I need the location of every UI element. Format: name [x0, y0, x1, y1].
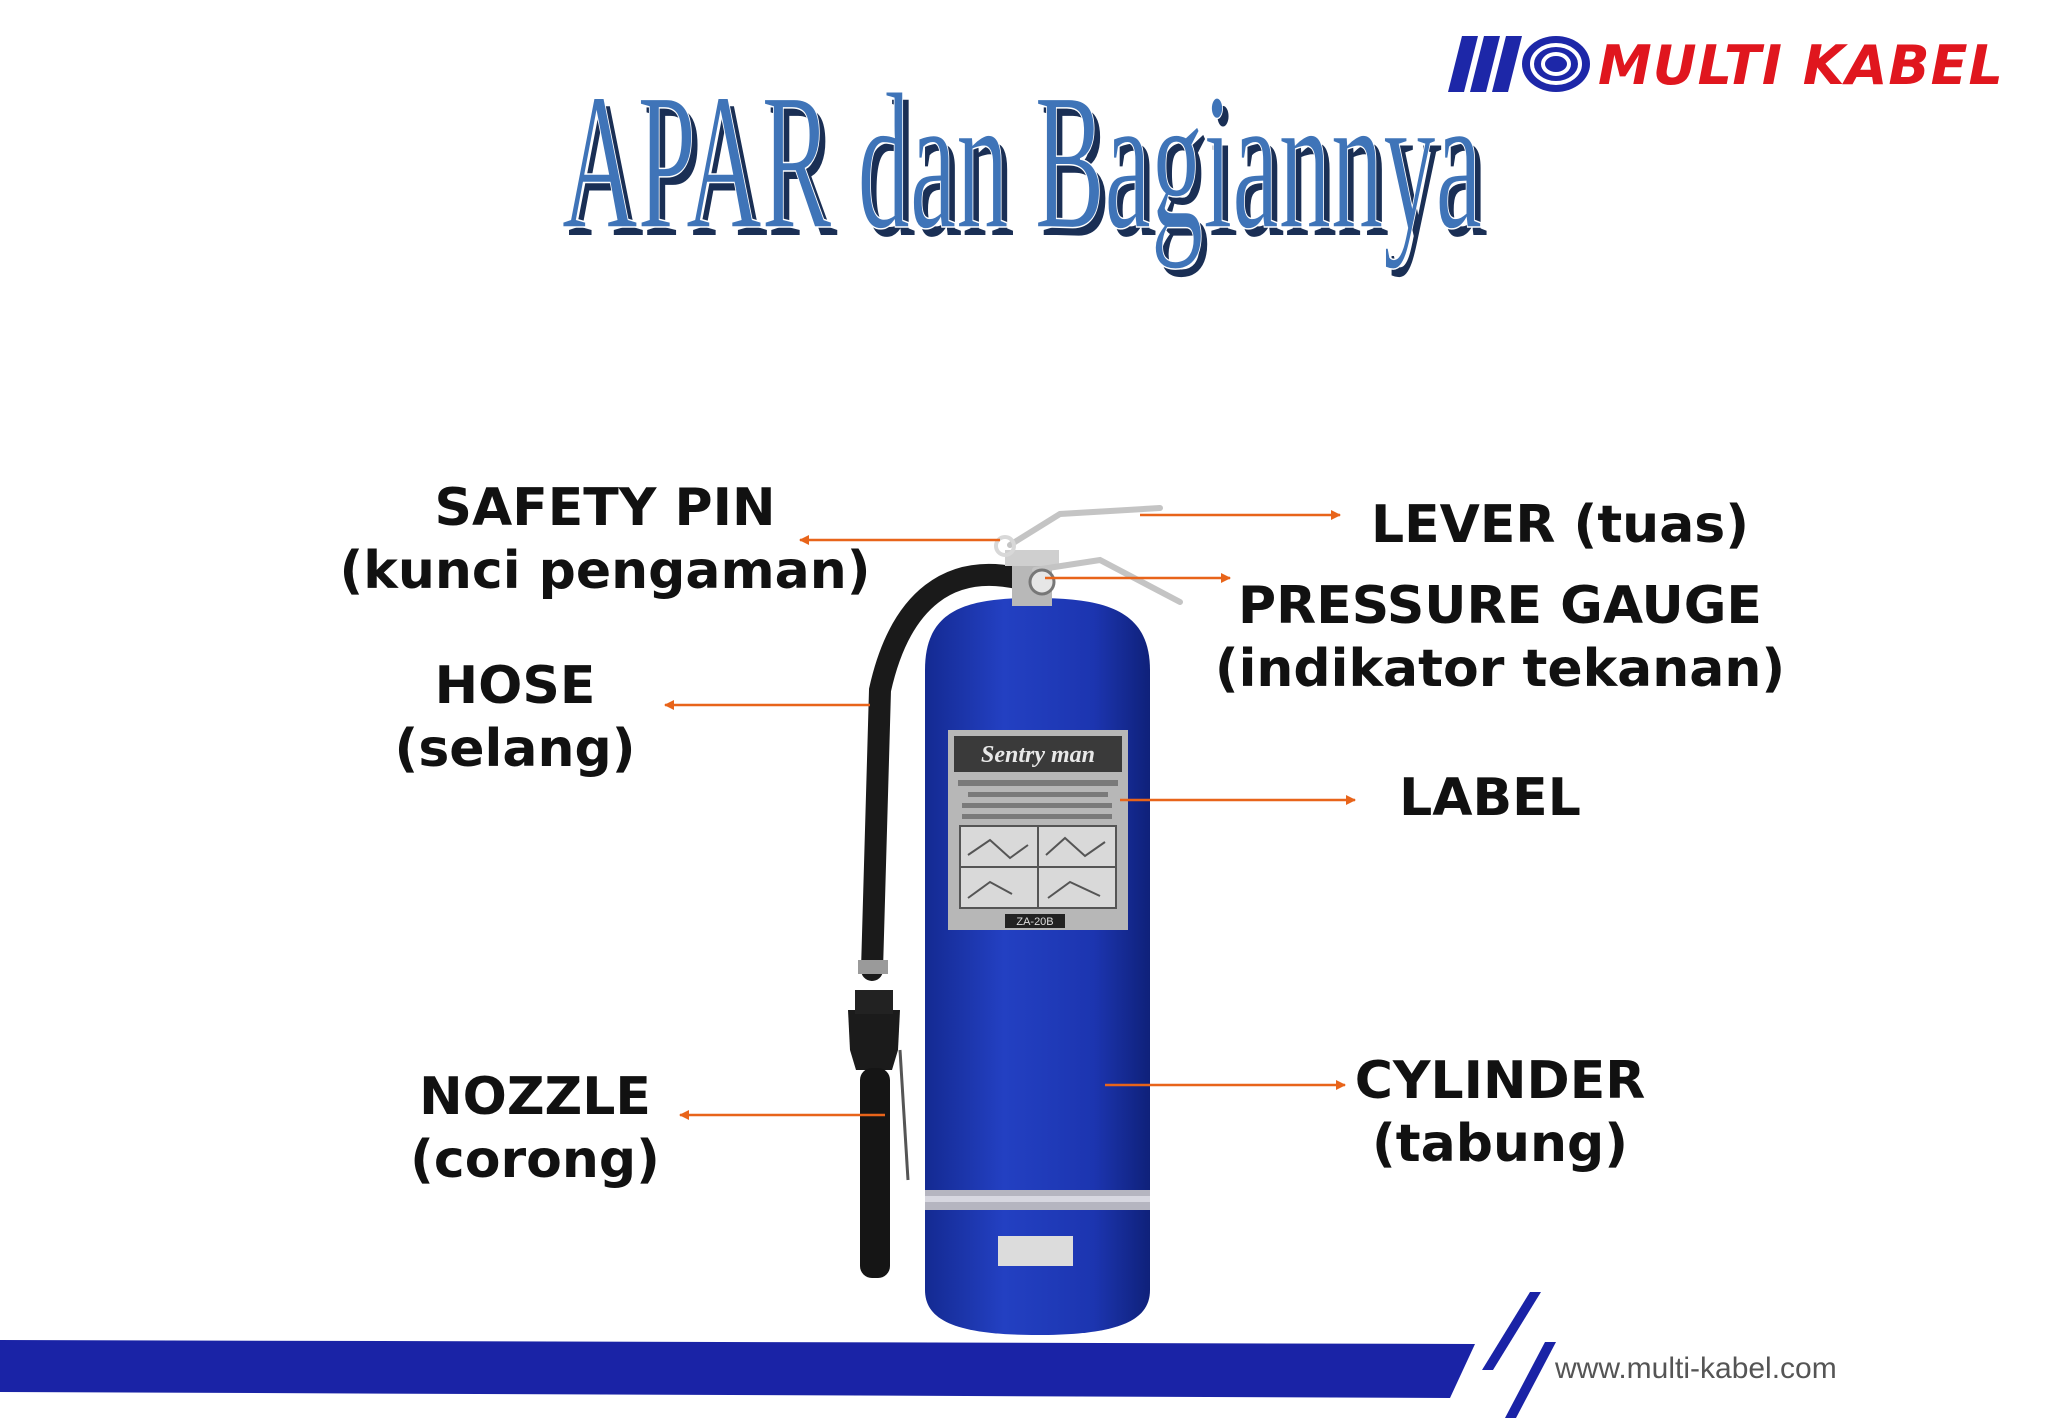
pressure-gauge-icon: [1028, 568, 1056, 596]
pressure-gauge-translation: (indikator tekanan): [1214, 639, 1786, 699]
lever-icon: [1007, 505, 1183, 605]
website-url: www.multi-kabel.com: [1555, 1352, 1837, 1385]
cylinder-name: CYLINDER: [1354, 1051, 1646, 1111]
page-title: APAR dan Bagiannya APAR dan Bagiannya: [561, 55, 1488, 278]
hose-translation: (selang): [394, 719, 636, 779]
page-title-text: APAR dan Bagiannya: [562, 55, 1482, 270]
nozzle-icon: [848, 990, 910, 1278]
label-part-name: LABEL: [1399, 768, 1581, 828]
footer-bar: [0, 1292, 1556, 1418]
cylinder-label: CYLINDER (tabung): [1310, 1050, 1690, 1176]
brand-logo-icon: [1448, 36, 1590, 92]
nozzle-name: NOZZLE: [419, 1067, 651, 1127]
nozzle-translation: (corong): [410, 1130, 660, 1190]
hose-label: HOSE (selang): [315, 655, 715, 781]
lever-name: LEVER (tuas): [1370, 495, 1749, 555]
cylinder-translation: (tabung): [1372, 1114, 1628, 1174]
nozzle-label: NOZZLE (corong): [335, 1066, 735, 1192]
hose-clamp: [858, 960, 888, 974]
page-title-shadow: APAR dan Bagiannya: [568, 62, 1488, 278]
label-panel-model: ZA-20B: [1016, 916, 1053, 928]
safety-pin-label: SAFETY PIN (kunci pengaman): [305, 477, 905, 603]
cylinder-sticker: [998, 1236, 1073, 1266]
safety-pin-icon: [994, 535, 1016, 557]
label-panel-brand: Sentry man: [981, 742, 1095, 768]
label-part-label: LABEL: [1340, 767, 1640, 830]
hose-name: HOSE: [434, 656, 596, 716]
hose-icon: [861, 564, 1036, 981]
lever-label: LEVER (tuas): [1320, 494, 1800, 557]
safety-pin-name: SAFETY PIN: [434, 478, 776, 538]
pressure-gauge-label: PRESSURE GAUGE (indikator tekanan): [1195, 575, 1805, 701]
label-panel-icon: Sentry man ZA-20B: [948, 730, 1128, 930]
safety-pin-translation: (kunci pengaman): [339, 541, 871, 601]
pressure-gauge-name: PRESSURE GAUGE: [1238, 576, 1762, 636]
brand-name: MULTI KABEL: [1598, 34, 2004, 97]
fire-extinguisher-illustration: Sentry man ZA-20B: [820, 505, 1210, 1356]
